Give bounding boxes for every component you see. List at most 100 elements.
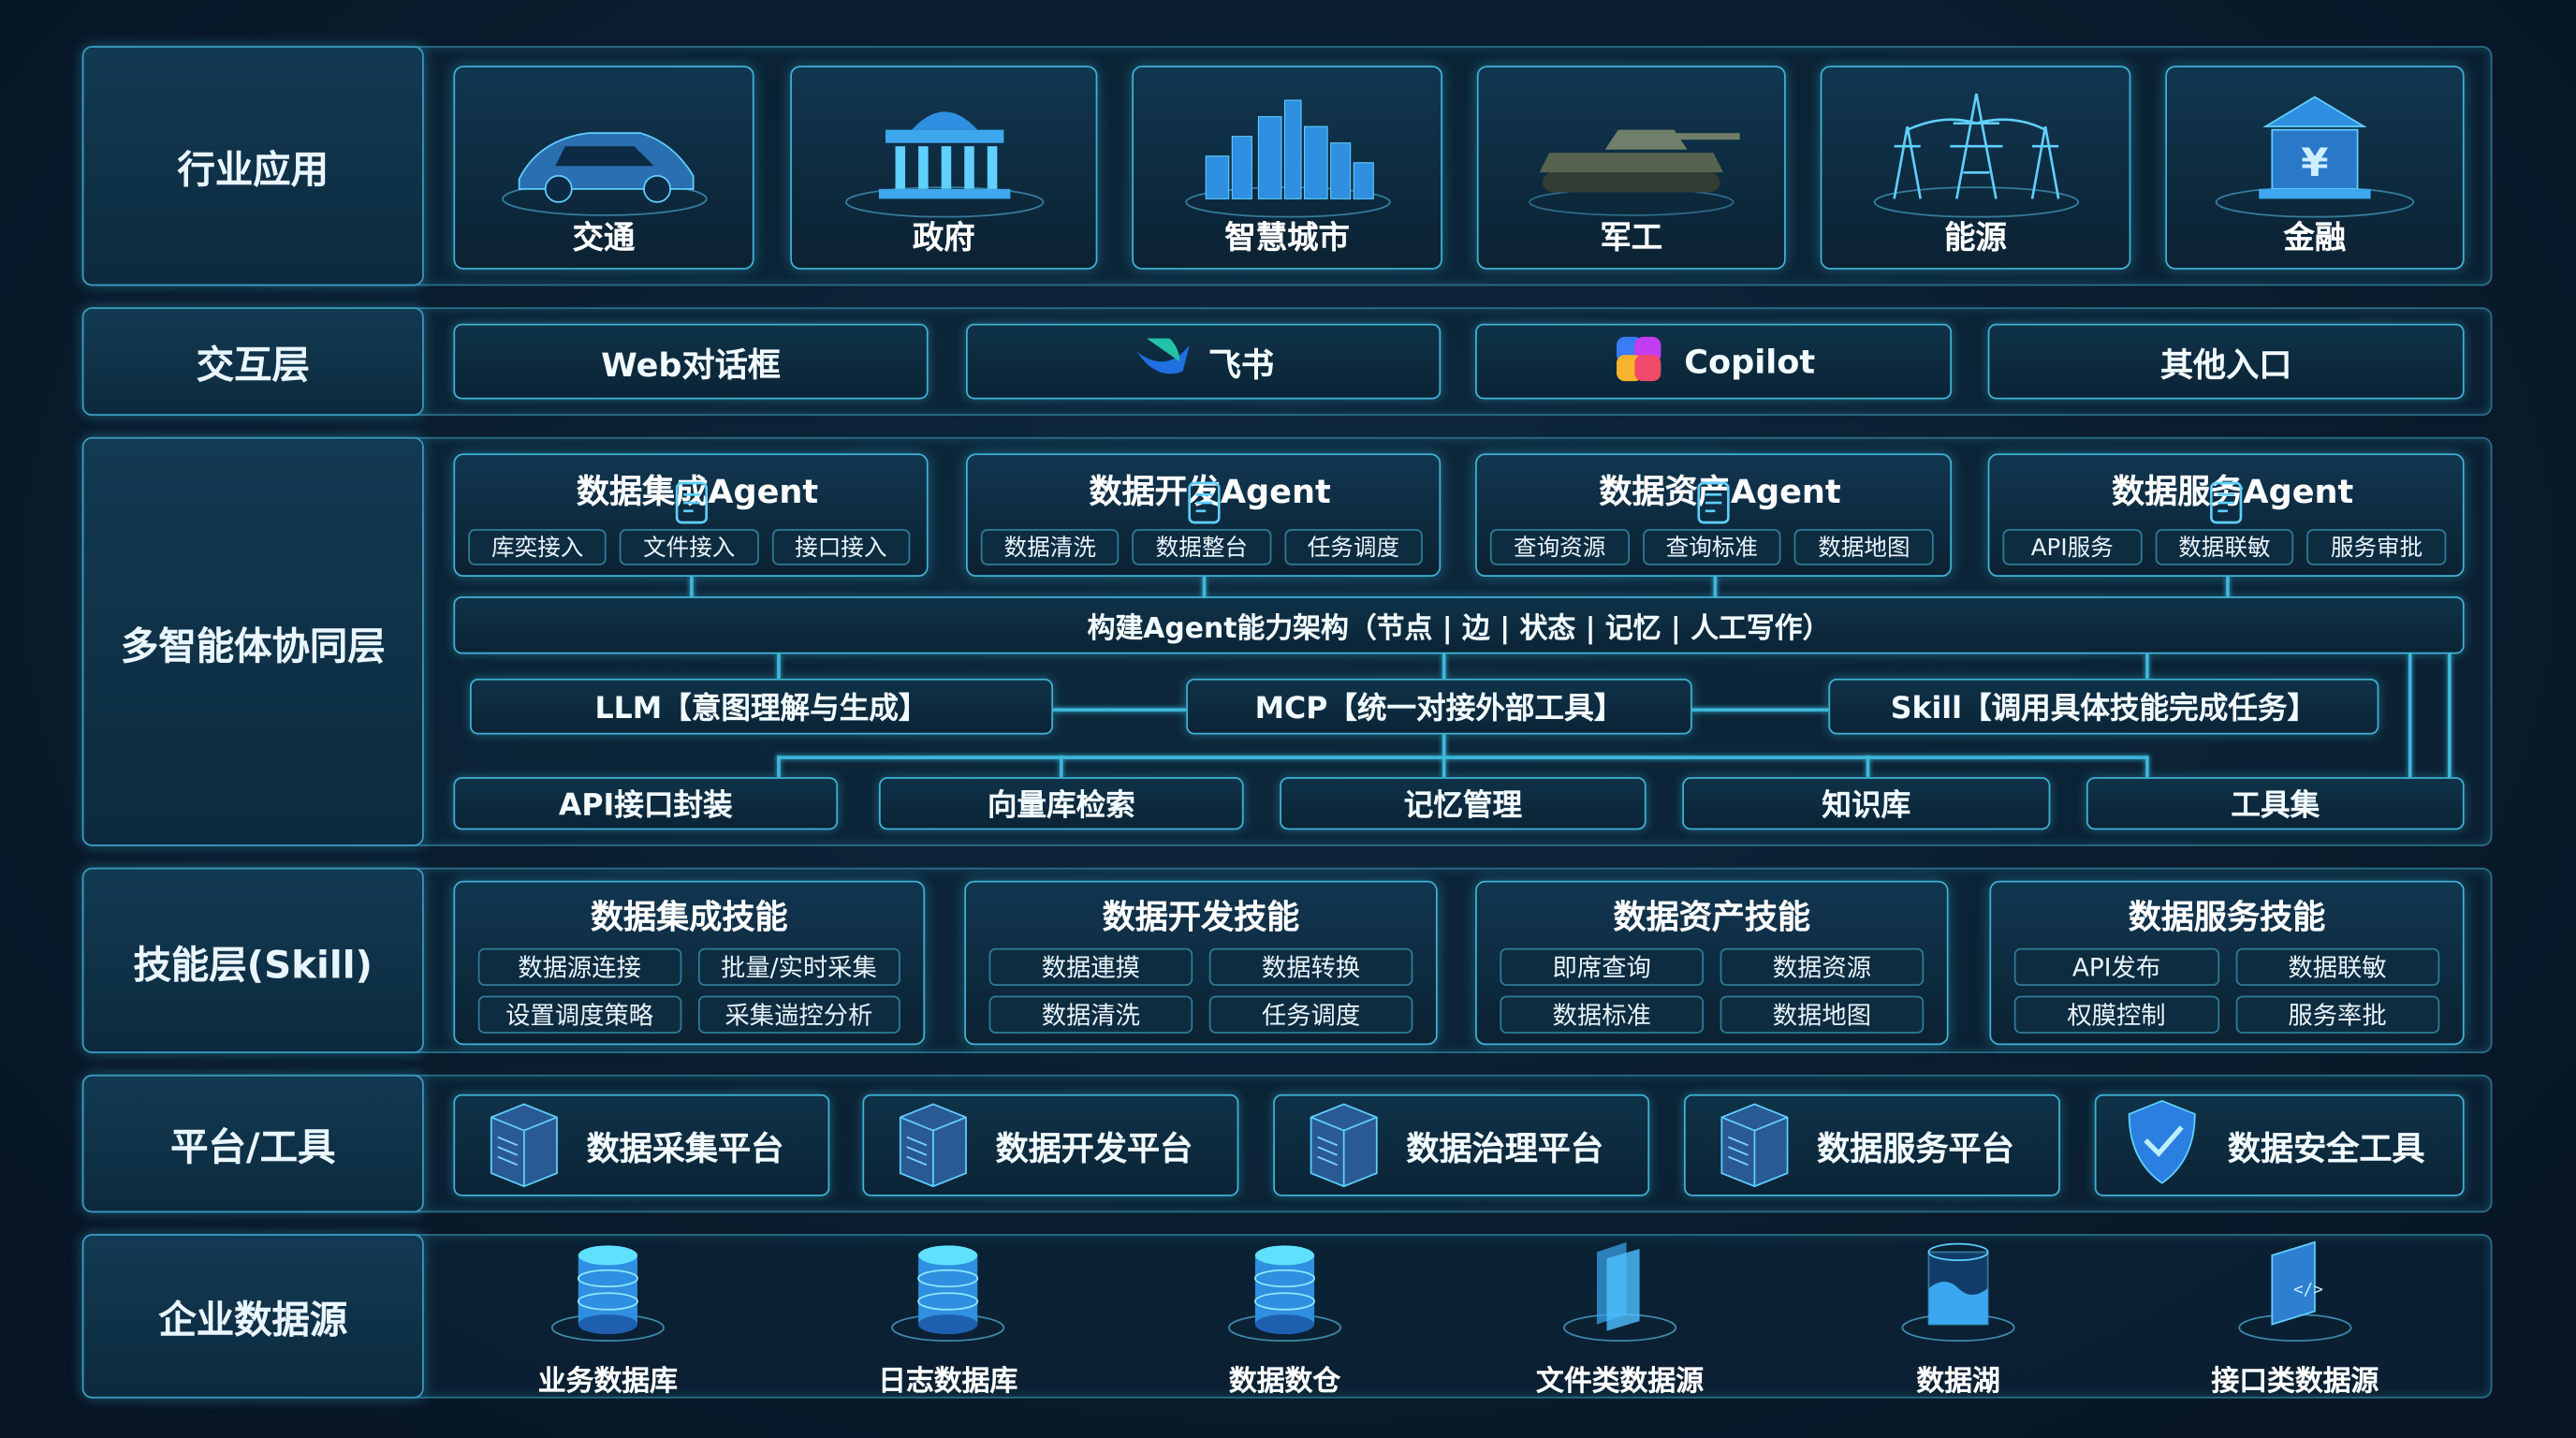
skill-chip[interactable]: 设置调度策略	[477, 995, 681, 1034]
connector-line	[1442, 756, 1446, 778]
skill-card-1[interactable]: 数据开发技能数据連摸数据转换数据清洗任务调度	[964, 880, 1438, 1046]
agent-card-2[interactable]: 数据资产Agent 查询资源查询标准数据地图	[1475, 453, 1953, 578]
datasource-item-4[interactable]: 数据湖	[1827, 1239, 2090, 1399]
server-icon	[1298, 1093, 1387, 1197]
skill-chip[interactable]: 任务调度	[1208, 995, 1413, 1034]
skill-card-3[interactable]: 数据服务技能 API发布数据联敏权膜控制服务率批	[1989, 880, 2465, 1046]
industry-card-label: 金融	[2283, 220, 2347, 257]
platform-label: 数据采集平台	[586, 1127, 784, 1167]
industry-card-label: 交通	[572, 220, 636, 257]
industry-card-1[interactable]: 政府	[790, 66, 1098, 270]
skill-chip[interactable]: 数据連摸	[988, 947, 1193, 987]
datasource-label: 数据湖	[1916, 1365, 2000, 1399]
copilot-logo-icon	[1612, 331, 1668, 392]
entry-button-1[interactable]: 飞书	[965, 323, 1442, 400]
foundation-component-2[interactable]: 记忆管理	[1280, 777, 1647, 830]
agent-title-text: 数据服务Agent	[2112, 471, 2354, 511]
agent-title: 数据资产Agent	[1477, 465, 1950, 524]
skill-title: 数据资产技能	[1613, 897, 1811, 937]
skill-chip[interactable]: 批量/实时采集	[697, 947, 900, 987]
skill-title: 数据服务技能	[2128, 897, 2326, 937]
entry-button-0[interactable]: Web对话框	[453, 323, 929, 400]
entry-label: 飞书	[1208, 344, 1275, 384]
foundation-component-4[interactable]: 工具集	[2086, 777, 2465, 830]
skill-chip[interactable]: 数据资源	[1720, 947, 1925, 987]
platform-item-3[interactable]: 数据服务平台	[1683, 1093, 2060, 1196]
skill-chip[interactable]: API发布	[2013, 947, 2219, 987]
skill-chip[interactable]: 数据转换	[1208, 947, 1413, 987]
industry-card-2[interactable]: 智慧城市	[1132, 66, 1442, 270]
connector-line	[1442, 653, 1446, 679]
agent-function-chip[interactable]: 文件接入	[620, 529, 759, 565]
agent-card-0[interactable]: 数据集成Agent 库奕接入文件接入接口接入	[453, 453, 929, 578]
foundation-component-3[interactable]: 知识库	[1682, 777, 2051, 830]
entry-button-2[interactable]: Copilot	[1475, 323, 1953, 400]
server-icon	[478, 1093, 567, 1197]
agent-function-chip[interactable]: 服务审批	[2306, 529, 2447, 565]
skill-chip[interactable]: 数据标准	[1500, 995, 1705, 1034]
skill-chip[interactable]: 数据源连接	[477, 947, 681, 987]
foundation-component-0[interactable]: API接口封装	[453, 777, 839, 830]
agent-function-chip[interactable]: 数据清洗	[980, 529, 1120, 565]
industry-card-0[interactable]: 交通	[453, 66, 754, 270]
entry-button-3[interactable]: 其他入口	[1987, 323, 2465, 400]
agent-function-chip[interactable]: 数据地图	[1794, 529, 1934, 565]
connector-line	[1053, 708, 1187, 712]
skill-chip[interactable]: 采集遄控分析	[697, 995, 900, 1034]
industry-card-5[interactable]: ¥ 金融	[2165, 66, 2465, 270]
agent-function-chip[interactable]: 数据整台	[1132, 529, 1271, 565]
agent-function-chip[interactable]: 数据联敏	[2155, 529, 2294, 565]
industry-card-label: 政府	[912, 220, 975, 257]
connector-line	[777, 756, 781, 778]
label-industry: 行业应用	[81, 46, 424, 286]
agent-function-chip[interactable]: 库奕接入	[468, 529, 607, 565]
industry-card-label: 智慧城市	[1224, 220, 1350, 257]
entry-label: 其他入口	[2159, 344, 2292, 384]
agent-function-chip[interactable]: API服务	[2002, 529, 2143, 565]
platform-item-2[interactable]: 数据治理平台	[1273, 1093, 1650, 1197]
label-skill: 技能层(Skill)	[81, 867, 424, 1054]
skill-card-2[interactable]: 数据资产技能即席查询数据资源数据标准数据地图	[1475, 880, 1949, 1046]
skill-chip[interactable]: 即席查询	[1500, 947, 1705, 987]
agent-function-chip[interactable]: 查询标准	[1642, 529, 1782, 565]
skill-chip[interactable]: 服务率批	[2234, 995, 2440, 1034]
core-component-1[interactable]: MCP【统一对接外部工具】	[1186, 678, 1692, 735]
agent-card-1[interactable]: 数据开发Agent 数据清洗数据整台任务调度	[965, 453, 1442, 578]
database-icon	[1219, 1245, 1350, 1350]
skill-chip[interactable]: 权膜控制	[2013, 995, 2219, 1034]
agent-title-text: 数据集成Agent	[576, 471, 819, 511]
platform-item-0[interactable]: 数据采集平台	[453, 1093, 830, 1197]
skill-chip[interactable]: 数据清洗	[988, 995, 1193, 1034]
svg-text:¥: ¥	[2301, 139, 2328, 185]
skill-chip[interactable]: 数据联敏	[2234, 947, 2440, 987]
skill-chip[interactable]: 数据地图	[1720, 995, 1925, 1034]
industry-card-3[interactable]: 军工	[1476, 66, 1786, 270]
foundation-component-1[interactable]: 向量库检索	[878, 777, 1244, 830]
datasource-item-1[interactable]: 日志数据库	[816, 1239, 1079, 1399]
datasource-label: 接口类数据源	[2211, 1365, 2379, 1399]
datasource-item-2[interactable]: 数据数仓	[1153, 1239, 1416, 1399]
platform-label: 数据治理平台	[1406, 1127, 1603, 1167]
datasource-item-3[interactable]: 文件类数据源	[1488, 1239, 1751, 1399]
datasource-item-0[interactable]: 业务数据库	[476, 1239, 739, 1399]
datasource-item-5[interactable]: </> 接口类数据源	[2163, 1239, 2426, 1399]
skill-card-0[interactable]: 数据集成技能数据源连接批量/实时采集设置调度策略采集遄控分析	[453, 880, 926, 1046]
agent-title-text: 数据开发Agent	[1089, 471, 1331, 511]
connector-line	[1691, 708, 1829, 712]
files-icon	[1554, 1241, 1685, 1350]
platform-item-1[interactable]: 数据开发平台	[862, 1093, 1239, 1197]
server-icon	[887, 1093, 976, 1197]
industry-card-label: 能源	[1944, 220, 2007, 257]
platform-item-4[interactable]: 数据安全工具	[2094, 1093, 2465, 1196]
connector-line	[1713, 577, 1718, 598]
core-component-0[interactable]: LLM【意图理解与生成】	[469, 678, 1054, 735]
industry-card-4[interactable]: 能源	[1820, 66, 2131, 270]
agent-function-chip[interactable]: 任务调度	[1283, 529, 1423, 565]
core-component-2[interactable]: Skill【调用具体技能完成任务】	[1828, 678, 2379, 735]
agent-function-chip[interactable]: 接口接入	[771, 529, 911, 565]
api-panel-icon: </>	[2230, 1240, 2361, 1350]
agent-function-chip[interactable]: 查询资源	[1489, 529, 1630, 565]
platform-label: 数据安全工具	[2227, 1127, 2425, 1167]
